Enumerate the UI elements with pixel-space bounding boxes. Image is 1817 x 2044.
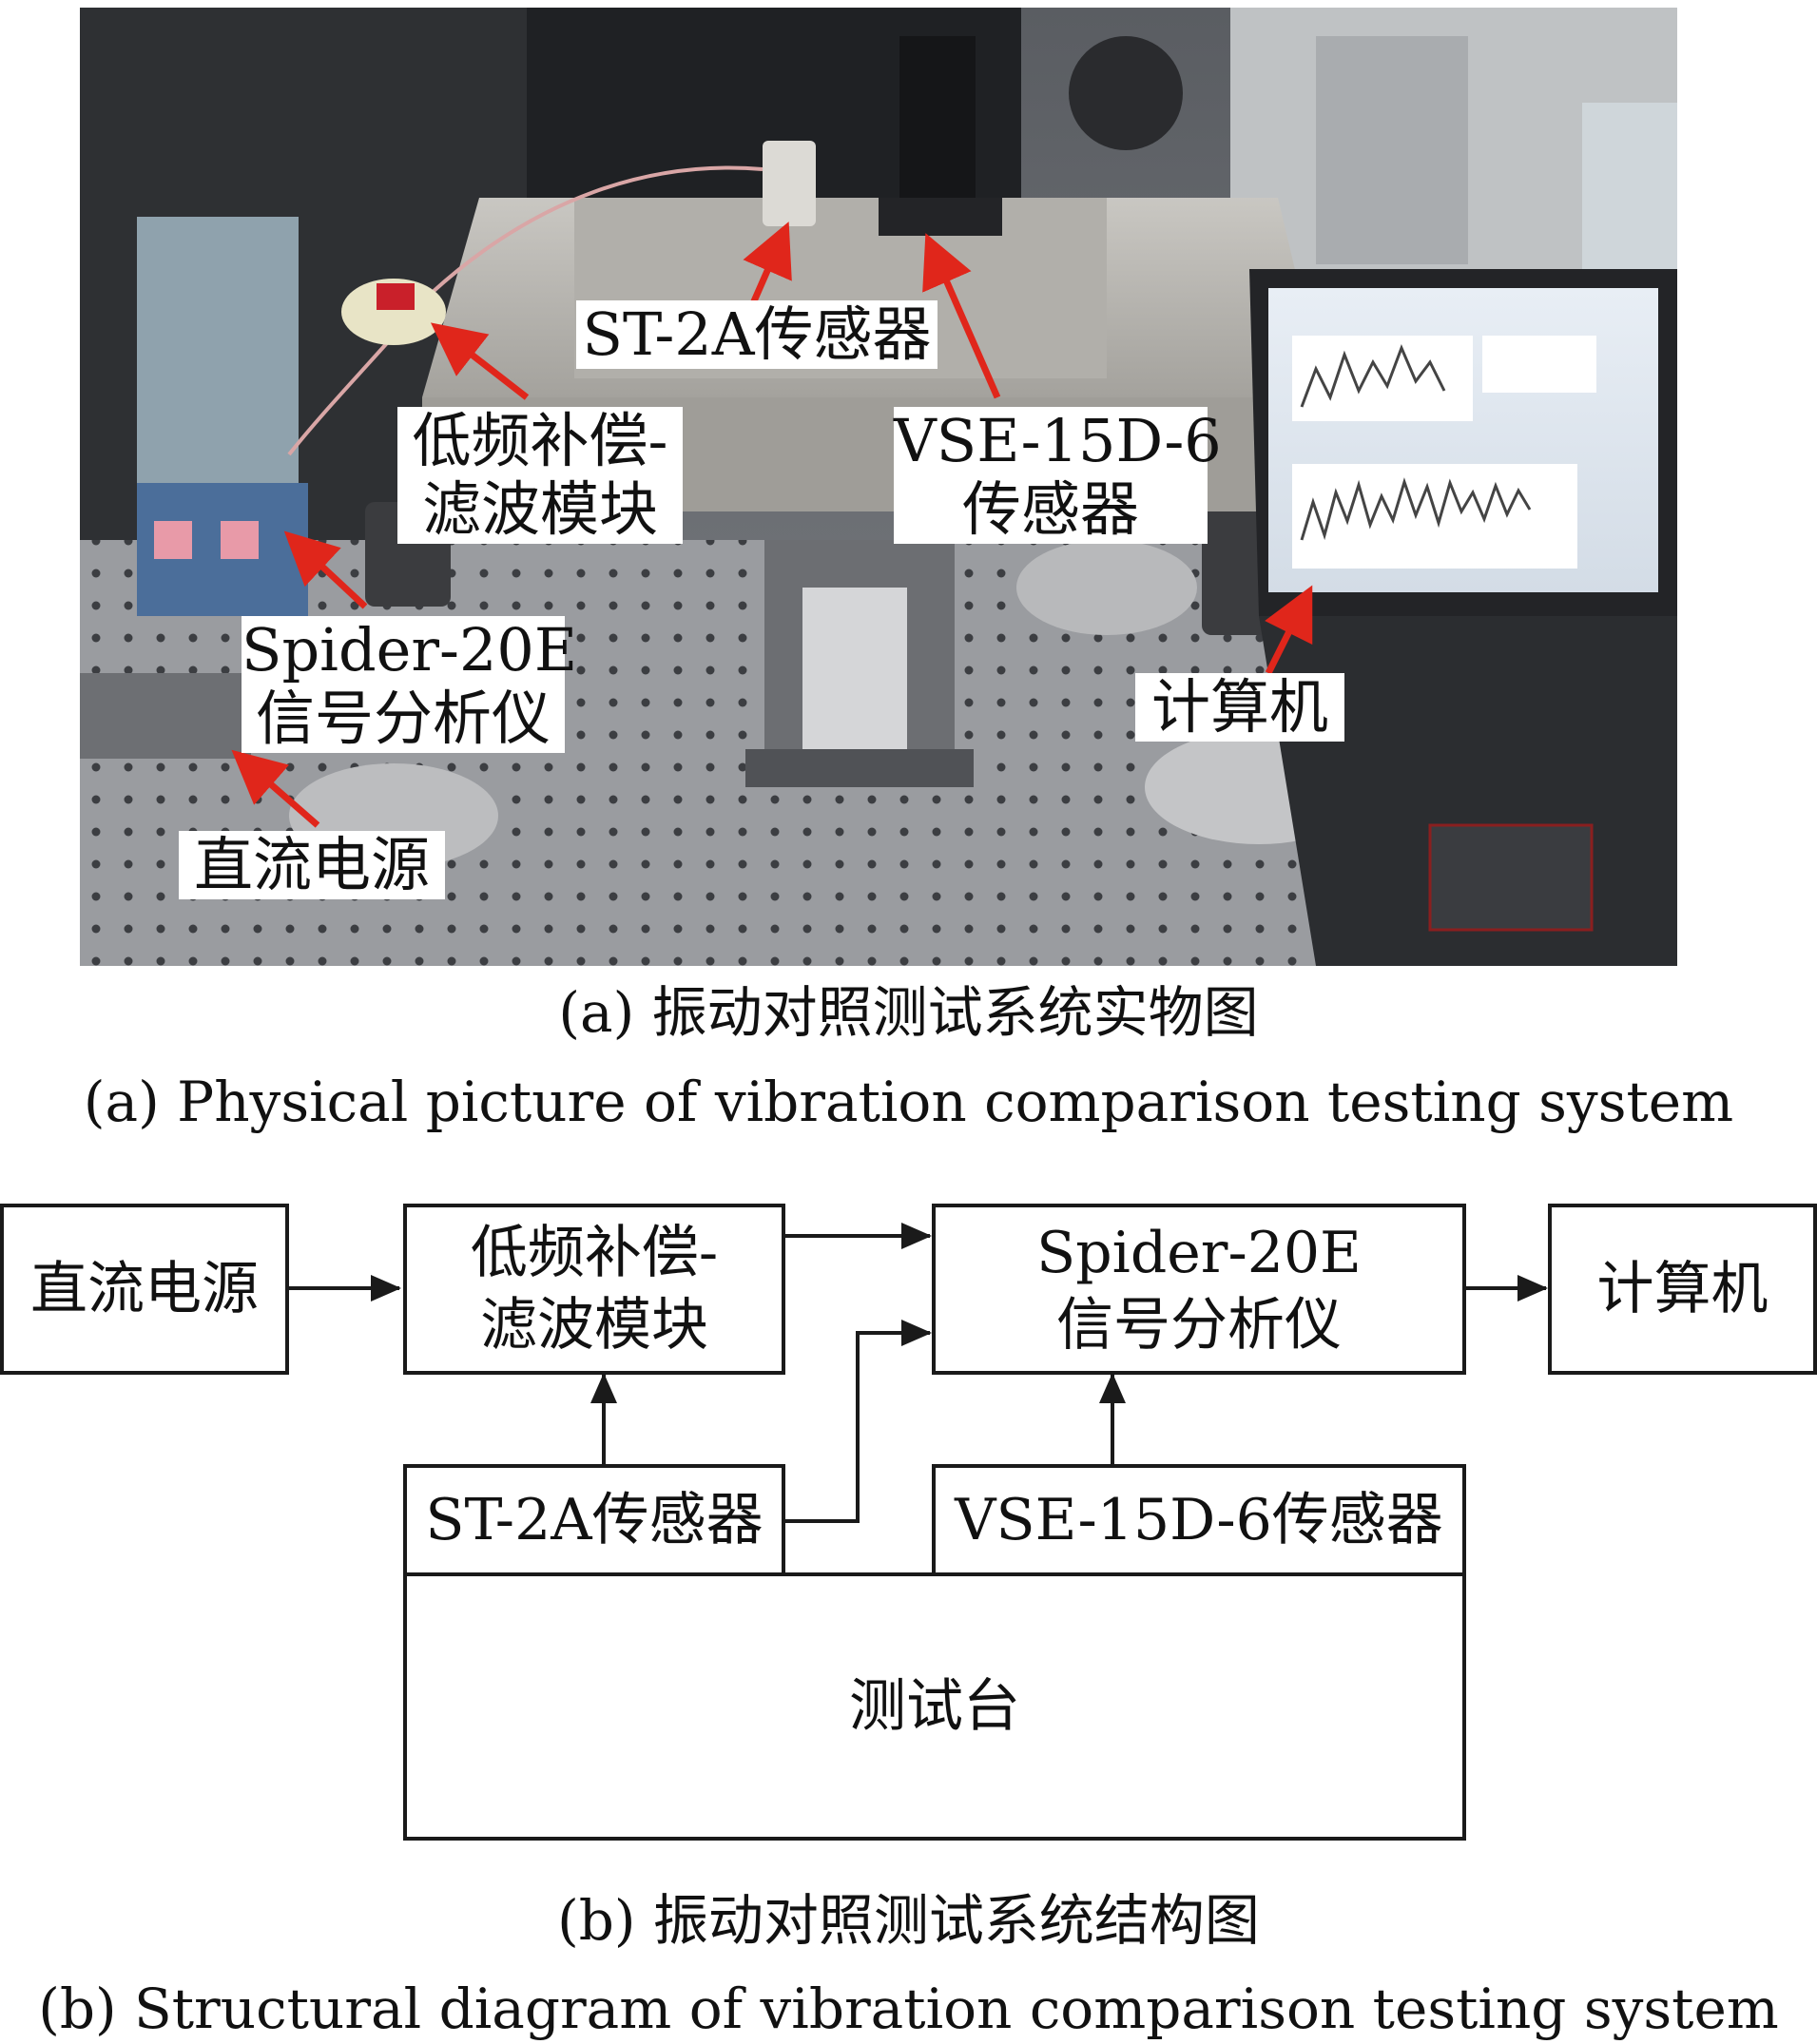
label-vse: VSE-15D-6 传感器 bbox=[894, 406, 1222, 544]
label-dc-power: 直流电源 bbox=[179, 831, 445, 899]
physical-photo: ST-2A传感器 低频补偿- 滤波模块 VSE-15D-6 传感器 Spider… bbox=[80, 8, 1677, 966]
arrow-st2a bbox=[743, 222, 792, 312]
box-dc-power: 直流电源 bbox=[0, 1204, 289, 1375]
caption-b-english: (b) Structural diagram of vibration comp… bbox=[38, 1977, 1779, 2041]
box-spider-analyzer: Spider-20E 信号分析仪 bbox=[932, 1204, 1466, 1375]
vse-sensor-shape bbox=[899, 36, 976, 207]
label-spider: Spider-20E 信号分析仪 bbox=[242, 615, 578, 753]
st2a-sensor-shape bbox=[763, 141, 816, 226]
box-filter-module: 低频补偿- 滤波模块 bbox=[403, 1204, 785, 1375]
caption-a-chinese: (a) 振动对照测试系统实物图 bbox=[558, 980, 1259, 1045]
arrow-computer bbox=[1265, 585, 1313, 675]
arrow-filter bbox=[430, 322, 530, 400]
caption-a-english: (a) Physical picture of vibration compar… bbox=[83, 1070, 1734, 1134]
box-vse-sensor: VSE-15D-6传感器 bbox=[932, 1464, 1466, 1576]
arrow-dc-power bbox=[231, 749, 320, 828]
structure-diagram: 直流电源 低频补偿- 滤波模块 Spider-20E 信号分析仪 计算机 ST-… bbox=[0, 1179, 1817, 1863]
box-test-bench: 测试台 bbox=[403, 1572, 1466, 1841]
arrow-spider bbox=[283, 530, 368, 609]
label-computer: 计算机 bbox=[1135, 673, 1344, 742]
label-st2a: ST-2A传感器 bbox=[576, 300, 937, 369]
box-st2a-sensor: ST-2A传感器 bbox=[403, 1464, 785, 1576]
caption-b-chinese: (b) 振动对照测试系统结构图 bbox=[557, 1888, 1260, 1953]
arrow-vse bbox=[922, 233, 1001, 399]
box-computer: 计算机 bbox=[1548, 1204, 1817, 1375]
label-filter-module: 低频补偿- 滤波模块 bbox=[397, 407, 683, 544]
diagram-connectors bbox=[288, 1223, 1548, 1523]
arrow-st2a-to-spider bbox=[785, 1320, 932, 1523]
photo-illustration bbox=[80, 8, 1677, 966]
